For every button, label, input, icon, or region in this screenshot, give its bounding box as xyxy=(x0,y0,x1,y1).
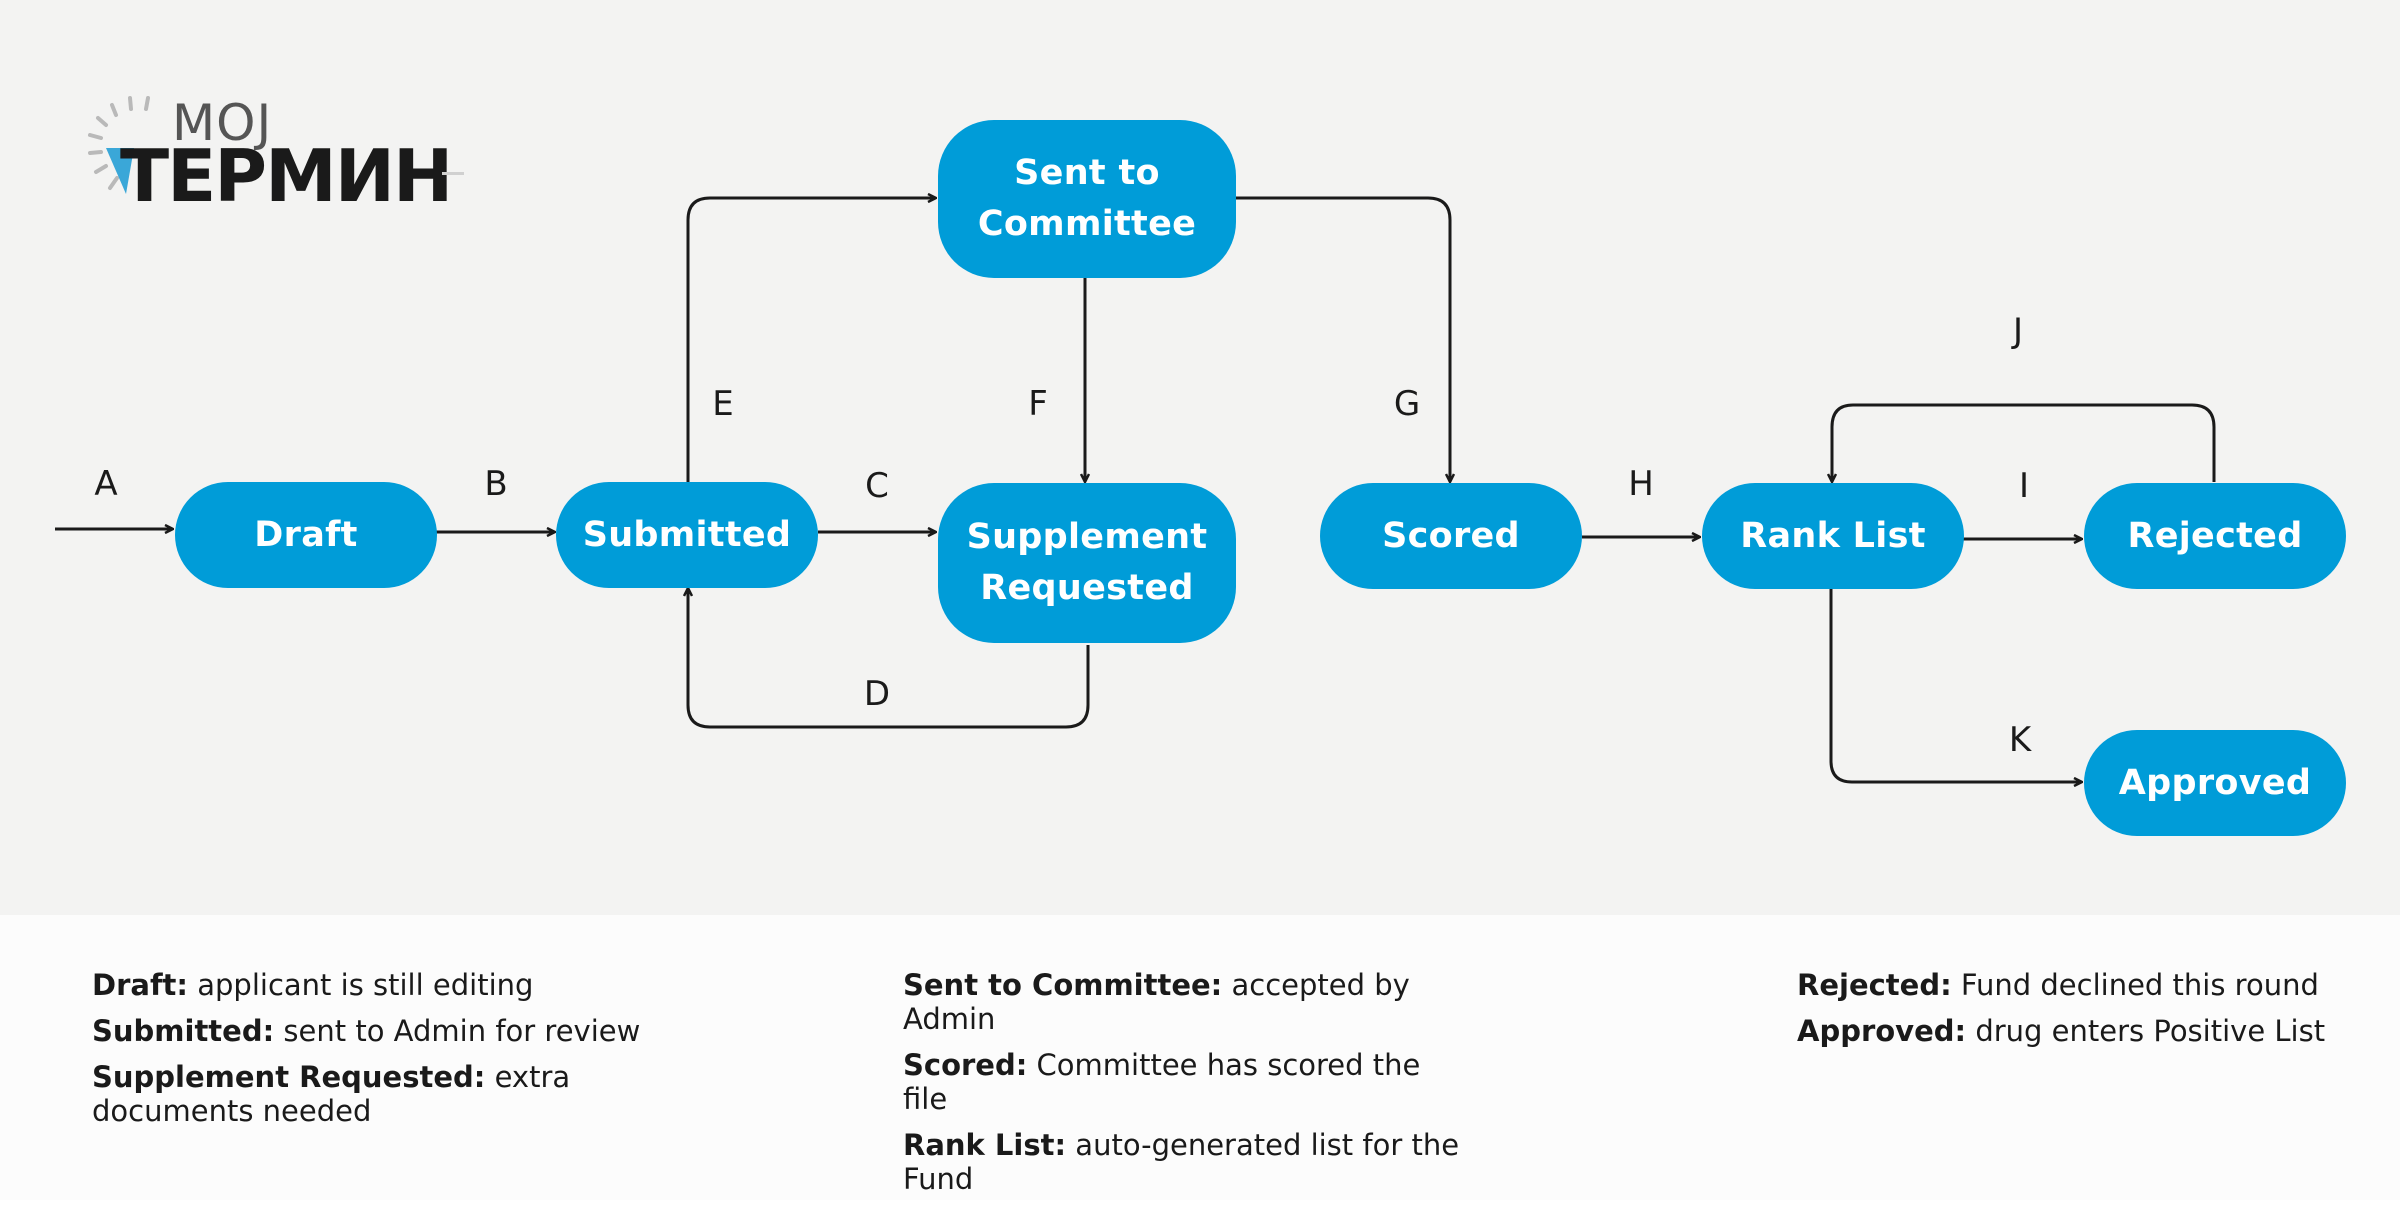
node-approved-label: Approved xyxy=(2118,762,2312,803)
node-sent-to-committee-label: Sent to Committee xyxy=(977,153,1197,244)
legend-item-supplement-requested: Supplement Requested: extra documents ne… xyxy=(92,1060,571,1128)
node-supplement-requested: Supplement Requested xyxy=(938,483,1236,643)
edge-label-b: B xyxy=(484,464,508,504)
edge-label-e: E xyxy=(712,384,734,424)
edge-label-c: C xyxy=(865,466,889,506)
edge-g xyxy=(1236,196,1450,482)
edge-label-k: K xyxy=(2008,720,2032,760)
legend-item-sent-to-committee: Sent to Committee: accepted by Admin xyxy=(903,968,1410,1036)
edge-d xyxy=(688,588,1090,729)
node-approved: Approved xyxy=(2084,730,2346,836)
node-scored: Scored xyxy=(1320,483,1582,589)
legend-area xyxy=(0,915,2400,1200)
edge-label-i: I xyxy=(2018,466,2030,506)
edge-j xyxy=(1832,403,2216,482)
logo-clock-icon xyxy=(88,96,150,194)
node-rejected-label: Rejected xyxy=(2127,515,2303,556)
node-rank-list-label: Rank List xyxy=(1740,515,1926,556)
legend-column-3: Rejected: Fund declined this round Appro… xyxy=(1797,968,2357,1060)
node-scored-label: Scored xyxy=(1382,515,1520,556)
logo-top-text: MOJ xyxy=(172,94,273,152)
legend-item-scored: Scored: Committee has scored the file xyxy=(903,1048,1421,1116)
edge-e xyxy=(686,198,936,482)
edge-label-d: D xyxy=(863,674,891,714)
edge-label-j: J xyxy=(2012,311,2024,351)
node-submitted-label: Submitted xyxy=(582,514,792,555)
legend-column-1: Draft: applicant is still editing Submit… xyxy=(92,968,652,1140)
edge-label-a: A xyxy=(94,464,118,504)
edge-label-h: H xyxy=(1628,464,1654,504)
node-submitted: Submitted xyxy=(556,482,818,588)
logo-main-text: ТЕРМИН xyxy=(120,134,453,218)
legend-item-approved: Approved: drug enters Positive List xyxy=(1797,1014,2326,1048)
node-draft-label: Draft xyxy=(254,514,358,555)
logo-underline xyxy=(442,172,464,175)
edge-k xyxy=(1829,588,2082,782)
moj-termin-logo: MOJ ТЕРМИН xyxy=(82,90,502,220)
legend-item-draft: Draft: applicant is still editing xyxy=(92,968,534,1002)
edge-label-f: F xyxy=(1028,384,1048,424)
legend-item-rejected: Rejected: Fund declined this round xyxy=(1797,968,2319,1002)
diagram-edges xyxy=(55,0,2216,915)
node-rejected: Rejected xyxy=(2084,483,2346,589)
edge-label-g: G xyxy=(1393,384,1421,424)
node-rank-list: Rank List xyxy=(1702,483,1964,589)
node-sent-to-committee: Sent to Committee xyxy=(938,120,1236,278)
node-supplement-requested-label: Supplement Requested xyxy=(966,517,1208,608)
diagram-area: MOJ ТЕРМИН Draft Submitted Sent t xyxy=(0,0,2400,915)
legend-column-2: Sent to Committee: accepted by Admin Sco… xyxy=(903,968,1463,1208)
legend-item-rank-list: Rank List: auto-generated list for the F… xyxy=(903,1128,1460,1196)
node-draft: Draft xyxy=(175,482,437,588)
legend-item-submitted: Submitted: sent to Admin for review xyxy=(92,1014,641,1048)
